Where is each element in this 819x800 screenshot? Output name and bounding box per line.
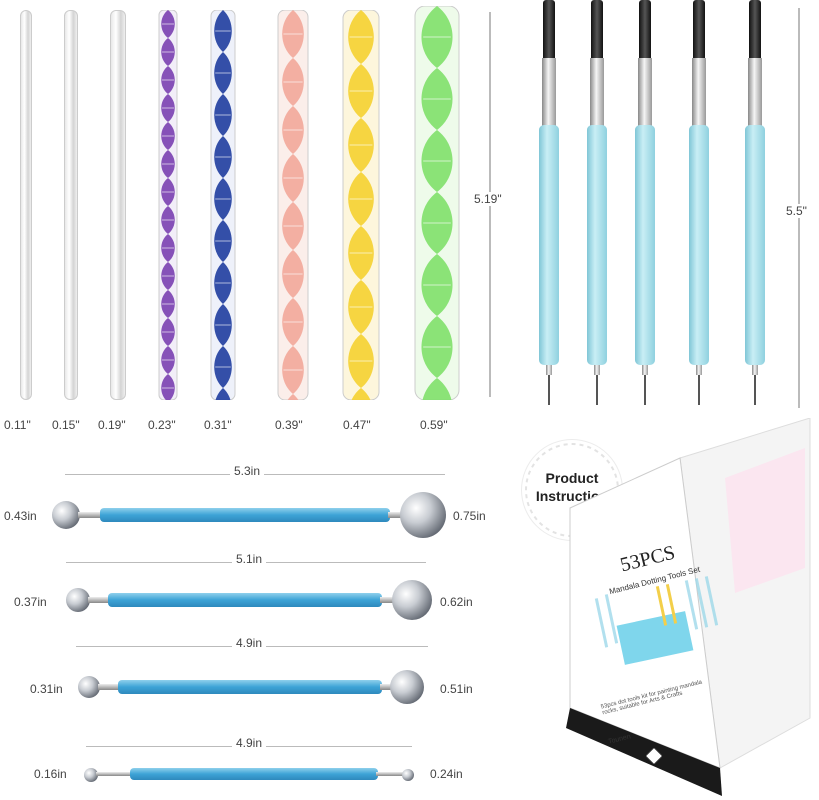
ball-tool-2-left-size: 0.37in xyxy=(14,595,47,609)
pen-4 xyxy=(684,0,714,410)
rod-5 xyxy=(210,10,236,400)
pen-length-label: 5.5" xyxy=(786,204,807,218)
rod-size-label-2: 0.15" xyxy=(52,418,80,432)
ball-tool-1-left-size: 0.43in xyxy=(4,509,37,523)
rod-3 xyxy=(110,10,126,400)
ball-tool-3 xyxy=(78,666,430,708)
ball-tool-4-left-size: 0.16in xyxy=(34,767,67,781)
rod-4 xyxy=(158,10,178,400)
rod-size-label-5: 0.31" xyxy=(204,418,232,432)
booklet: 53PCS Mandala Dotting Tools Set 53pcs do… xyxy=(560,418,812,798)
ball-tool-4-right-size: 0.24in xyxy=(430,767,463,781)
ball-tool-2 xyxy=(66,578,438,624)
rod-6 xyxy=(277,10,309,400)
pen-1 xyxy=(534,0,564,410)
pen-2 xyxy=(582,0,612,410)
rod-8 xyxy=(414,6,460,400)
ball-tool-1 xyxy=(52,490,447,540)
booklet-shape xyxy=(566,418,811,796)
ball-tool-4-length: 4.9in xyxy=(232,736,267,750)
rod-size-label-3: 0.19" xyxy=(98,418,126,432)
ball-tool-2-right-size: 0.62in xyxy=(440,595,473,609)
rod-size-label-8: 0.59" xyxy=(420,418,448,432)
rod-7 xyxy=(342,10,380,400)
pen-3 xyxy=(630,0,660,410)
ball-tool-3-length: 4.9in xyxy=(232,636,267,650)
pen-5 xyxy=(740,0,770,410)
rod-1 xyxy=(20,10,32,400)
rod-length-label: 5.19" xyxy=(474,192,502,206)
rod-size-label-4: 0.23" xyxy=(148,418,176,432)
brand-logo-icon xyxy=(646,748,662,764)
ball-tool-3-right-size: 0.51in xyxy=(440,682,473,696)
rod-size-label-7: 0.47" xyxy=(343,418,371,432)
rod-size-label-6: 0.39" xyxy=(275,418,303,432)
badge-line-1: Product xyxy=(545,470,599,486)
ball-tool-4 xyxy=(84,760,420,790)
rod-size-label-1: 0.11" xyxy=(4,418,31,432)
rod-2 xyxy=(64,10,78,400)
pen-set: 5.5" xyxy=(520,0,819,420)
ball-tool-1-length: 5.3in xyxy=(230,464,265,478)
ball-tool-2-length: 5.1in xyxy=(232,552,267,566)
ball-tool-3-left-size: 0.31in xyxy=(30,682,63,696)
ball-tool-1-right-size: 0.75in xyxy=(453,509,486,523)
ball-tool-set: 5.3in 0.43in 0.75in 5.1in 0.37in 0.62in … xyxy=(0,450,520,800)
rod-set: 5.19" 0.11" 0.15" 0.19" 0.23" 0.31" 0.39… xyxy=(0,0,502,440)
